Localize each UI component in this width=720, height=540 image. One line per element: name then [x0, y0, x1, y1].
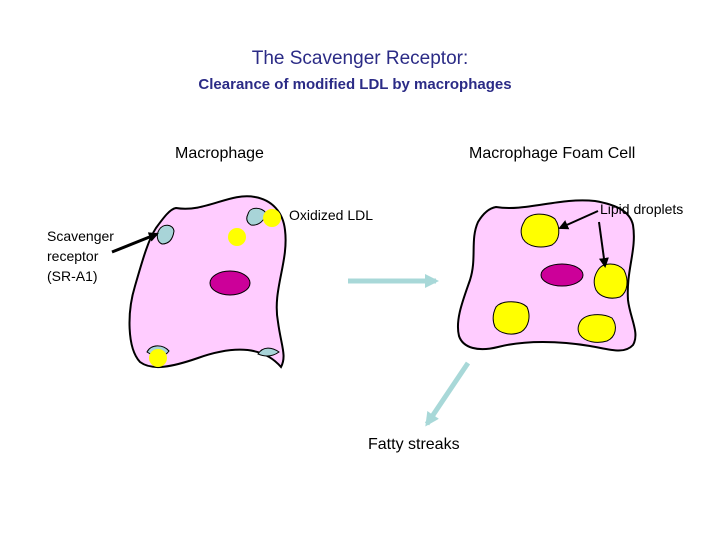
- scavenger-receptor-label-line: receptor: [47, 248, 99, 264]
- nucleus: [209, 270, 251, 296]
- scavenger-receptor-label-line: (SR-A1): [47, 268, 98, 284]
- lipid-pointer-arrow: [558, 210, 599, 230]
- lipid-droplet: [593, 263, 628, 299]
- macrophage-cell: [128, 195, 287, 369]
- oxidized-ldl-particle: [228, 228, 246, 246]
- scavenger-receptor-label-line: Scavenger: [47, 228, 114, 244]
- macrophage-label: Macrophage: [175, 145, 264, 162]
- slide-subtitle: Clearance of modified LDL by macrophages: [198, 76, 512, 93]
- lipid-droplet: [520, 213, 560, 248]
- oxidized-ldl-label: Oxidized LDL: [289, 207, 374, 223]
- slide-title: The Scavenger Receptor:: [251, 48, 469, 69]
- receptor-pointer-arrow: [111, 232, 159, 254]
- foam-cell: [457, 199, 637, 352]
- foam-cell-label: Macrophage Foam Cell: [469, 145, 636, 162]
- scavenger-receptor: [257, 347, 280, 357]
- scavenger-receptor-label: Scavenger receptor (SR-A1): [47, 226, 114, 286]
- lipid-droplet: [577, 314, 616, 343]
- lipid-droplet: [492, 301, 530, 335]
- oxidized-ldl-particle: [263, 209, 281, 227]
- fatty-streaks-arrow: [424, 361, 471, 427]
- nucleus: [540, 263, 584, 287]
- scavenger-receptor: [246, 207, 267, 226]
- macrophage-membrane: [128, 195, 287, 369]
- oxidized-ldl-particle: [149, 349, 167, 367]
- lipid-droplets-label: Lipid droplets: [600, 201, 684, 217]
- lipid-pointer-arrow: [598, 221, 609, 268]
- fatty-streaks-label: Fatty streaks: [368, 436, 460, 453]
